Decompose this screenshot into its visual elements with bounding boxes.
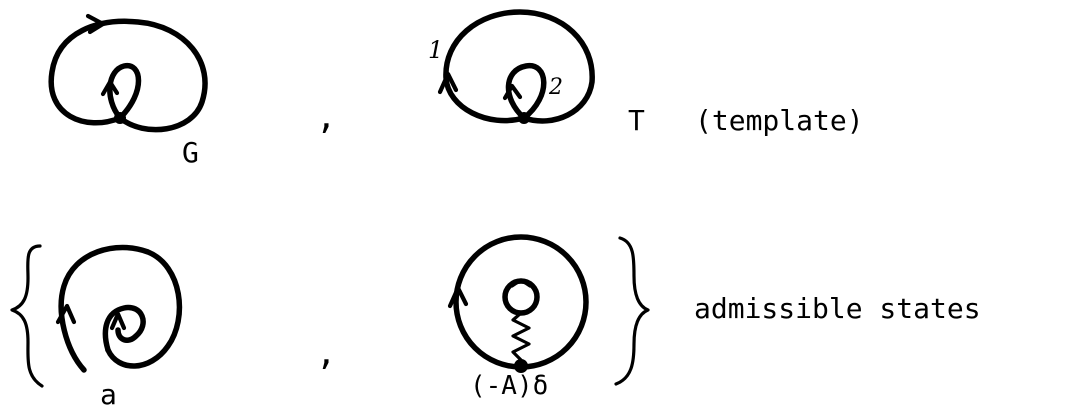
state-a-outer-curve [58, 244, 183, 373]
template-t-outer-loop [443, 9, 595, 124]
state-b-wavy-connector [511, 311, 531, 362]
state-a-arrow-outer [55, 303, 77, 325]
template-t-edge-label-2: 2 [548, 75, 563, 100]
template-t-vertex [518, 112, 530, 124]
state-b-inner-circle [502, 278, 540, 316]
state-a-label: a [100, 378, 117, 407]
left-brace [10, 244, 44, 388]
admissible-states-caption: admissible states [694, 292, 981, 325]
template-t-arrow-outer [437, 71, 459, 95]
template-t: 1 2 T (template) [428, 9, 864, 137]
state-b-vertex [514, 359, 528, 373]
state-b-arrow-outer [447, 285, 469, 309]
row1-comma-separator: , [316, 97, 336, 137]
state-a: a [55, 244, 183, 407]
template-t-edge-label-1: 1 [428, 36, 443, 64]
graph-g-label: G [182, 136, 199, 169]
graph-g-inner-loop [107, 63, 142, 121]
state-b-arrow-inner [510, 278, 532, 288]
graph-g-arrow-inner [100, 79, 120, 97]
state-b-label: (-A)δ [470, 371, 548, 401]
state-b: (-A)δ [447, 234, 589, 401]
graph-g-outer-loop [48, 18, 208, 133]
template-caption: (template) [695, 104, 864, 137]
right-brace [614, 236, 650, 386]
graph-g: G [48, 13, 208, 169]
graph-g-arrow-outer [85, 13, 106, 35]
state-a-arrow-inner [109, 311, 127, 331]
graph-g-vertex [114, 112, 126, 124]
state-a-inner-curve [102, 304, 146, 353]
template-t-label: T [628, 104, 645, 137]
template-t-arrow-inner [502, 83, 523, 101]
template-t-inner-loop [505, 63, 547, 121]
row2-comma-separator: , [316, 333, 336, 373]
